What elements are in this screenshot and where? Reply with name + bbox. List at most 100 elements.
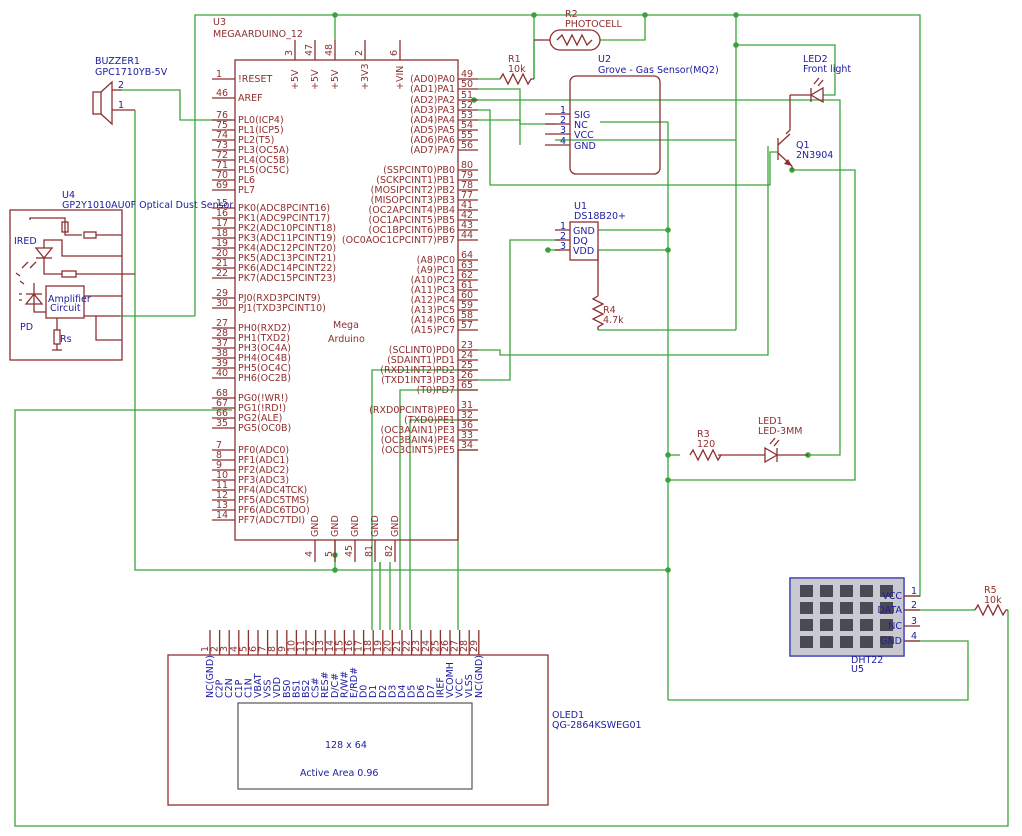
mega-left-pin-name: PH5(OC4C) xyxy=(238,363,291,374)
mega-right-pin-num: 65 xyxy=(461,380,473,391)
mega-value: MEGAARDUINO_12 xyxy=(213,29,303,40)
buzzer-pin-1: 1 xyxy=(118,100,124,111)
oled-pin-name: CS# xyxy=(311,677,322,698)
mega-left-pin-num: 19 xyxy=(216,238,228,249)
mega-left-pin-num: 17 xyxy=(216,218,228,229)
mega-left-pin-name: PL2(T5) xyxy=(238,135,274,146)
mega-right-pin-num: 79 xyxy=(461,170,473,181)
mega-left-pin-name: PJ0(RXD3PCINT9) xyxy=(238,293,321,304)
mega-right-pin-num: 52 xyxy=(461,100,473,111)
mega-bottom-pin-name: GND xyxy=(370,515,381,537)
mega-right-pin-num: 80 xyxy=(461,160,473,171)
mega-left-pin-name: PF6(ADC6TDO) xyxy=(238,505,310,516)
led1-symbol xyxy=(764,437,808,464)
ds18-pin-num: 2 xyxy=(560,231,566,242)
mega-right-pin-num: 58 xyxy=(461,310,473,321)
oled-pin-num: 20 xyxy=(382,640,393,652)
mega-right-pin-name: (SCKPCINT1)PB1 xyxy=(376,175,455,186)
oled-ref: OLED1 xyxy=(552,710,584,721)
mega-left-pin-num: 75 xyxy=(216,120,228,131)
dust-value: GP2Y1010AU0F Optical Dust Sensor xyxy=(62,200,233,211)
dht-value: DHT22 xyxy=(851,655,883,666)
mega-left-pin-name: PH0(RXD2) xyxy=(238,323,291,334)
dht-pin-name: GND xyxy=(880,636,902,647)
mega-left-pin-name: PH6(OC2B) xyxy=(238,373,291,384)
mega-left-pin-num: 69 xyxy=(216,180,228,191)
mega-left-pin-num: 68 xyxy=(216,388,228,399)
mega-left-pin-num: 30 xyxy=(216,298,228,309)
mega-top-pin-num: 48 xyxy=(324,44,335,56)
oled-pin-num: 2 xyxy=(210,646,221,652)
mega-right-pin-num: 64 xyxy=(461,250,473,261)
dust-amp-line-2: Circuit xyxy=(50,303,81,314)
mega-top-pin-name: +5V xyxy=(330,69,341,90)
mega-left-pin-num: 20 xyxy=(216,248,228,259)
mega-right-pin-name: (AD2)PA2 xyxy=(410,95,455,106)
mega-left-pin-num: 1 xyxy=(216,69,222,80)
mega-left-pin-name: PJ1(TXD3PCINT10) xyxy=(238,303,326,314)
mega-left-pin-name: PK4(ADC12PCINT20) xyxy=(238,243,336,254)
oled-pin-name: D5 xyxy=(407,685,418,698)
oled-pin-num: 11 xyxy=(296,640,307,652)
mega-right-pin-name: (A10)PC2 xyxy=(411,275,455,286)
mega-right-pin-num: 26 xyxy=(461,370,473,381)
oled-symbol xyxy=(167,630,549,806)
oled-pin-name: E/RD# xyxy=(349,667,360,698)
dht-pin-num: 4 xyxy=(911,631,917,642)
oled-pin-num: 24 xyxy=(421,640,432,652)
dust-ref: U4 xyxy=(62,190,75,201)
mega-left-pin-num: 72 xyxy=(216,150,228,161)
r3-value: 120 xyxy=(697,439,715,450)
mega-left-pin-name: PL4(OC5B) xyxy=(238,155,289,166)
oled-pin-num: 6 xyxy=(248,646,259,652)
ds18-pin-name: GND xyxy=(573,226,595,237)
led1-value: LED-3MM xyxy=(758,426,802,437)
r4-value: 4.7k xyxy=(603,315,624,326)
mega-left-pin-name: PK3(ADC11PCINT19) xyxy=(238,233,336,244)
mega-left-pin-name: PK5(ADC13PCINT21) xyxy=(238,253,336,264)
dht22-symbol xyxy=(789,577,920,657)
gas-value: Grove - Gas Sensor(MQ2) xyxy=(598,65,719,76)
mega-right-pin-num: 24 xyxy=(461,350,473,361)
oled-pin-num: 18 xyxy=(363,640,374,652)
r1-value: 10k xyxy=(508,64,526,75)
r5-value: 10k xyxy=(984,595,1002,606)
oled-pin-name: VCC xyxy=(455,678,466,698)
mega-left-pin-name: PF5(ADC5TMS) xyxy=(238,495,309,506)
mega-right-pin-name: (AD1)PA1 xyxy=(410,84,455,95)
mega-bottom-pin-num: 81 xyxy=(364,545,375,557)
oled-pin-num: 14 xyxy=(325,640,336,652)
mega-left-pin-num: 13 xyxy=(216,500,228,511)
mega-top-pin-num: 6 xyxy=(389,50,400,56)
mega-ref: U3 xyxy=(213,17,226,28)
mega-right-pin-num: 42 xyxy=(461,210,473,221)
oled-pin-num: 4 xyxy=(229,646,240,652)
mega-left-pin-name: PF4(ADC4TCK) xyxy=(238,485,307,496)
mega-left-pin-name: PL6 xyxy=(238,175,255,186)
mega-right-pin-name: (T0)PD7 xyxy=(417,385,455,396)
gas-pin-name: NC xyxy=(574,120,588,131)
oled-pin-name: D3 xyxy=(387,685,398,698)
mega-right-pin-name: (AD7)PA7 xyxy=(410,145,455,156)
mega-right-pin-num: 32 xyxy=(461,410,473,421)
oled-pin-name: BS0 xyxy=(282,680,293,698)
oled-pin-num: 10 xyxy=(286,640,297,652)
oled-pin-name: VSS xyxy=(263,679,274,698)
dht-pin-num: 1 xyxy=(911,586,917,597)
mega-right-pin-num: 34 xyxy=(461,440,473,451)
mega-right-pin-name: (A8)PC0 xyxy=(417,255,455,266)
mega-left-pin-name: PL1(ICP5) xyxy=(238,125,284,136)
r3-symbol xyxy=(689,448,765,462)
mega-right-pin-num: 36 xyxy=(461,420,473,431)
mega-left-pin-num: 71 xyxy=(216,160,228,171)
mega-left-pin-num: 7 xyxy=(216,440,222,451)
mega-bottom-pin-name: GND xyxy=(330,515,341,537)
oled-pin-num: 23 xyxy=(411,640,422,652)
mega-left-pin-num: 66 xyxy=(216,408,228,419)
mega-left-pin-name: PG0(!WR!) xyxy=(238,393,288,404)
oled-pin-name: D4 xyxy=(397,685,408,698)
dust-ired: IRED xyxy=(14,236,37,247)
mega-left-pin-num: 40 xyxy=(216,368,228,379)
led2-ref: LED2 xyxy=(803,54,828,65)
